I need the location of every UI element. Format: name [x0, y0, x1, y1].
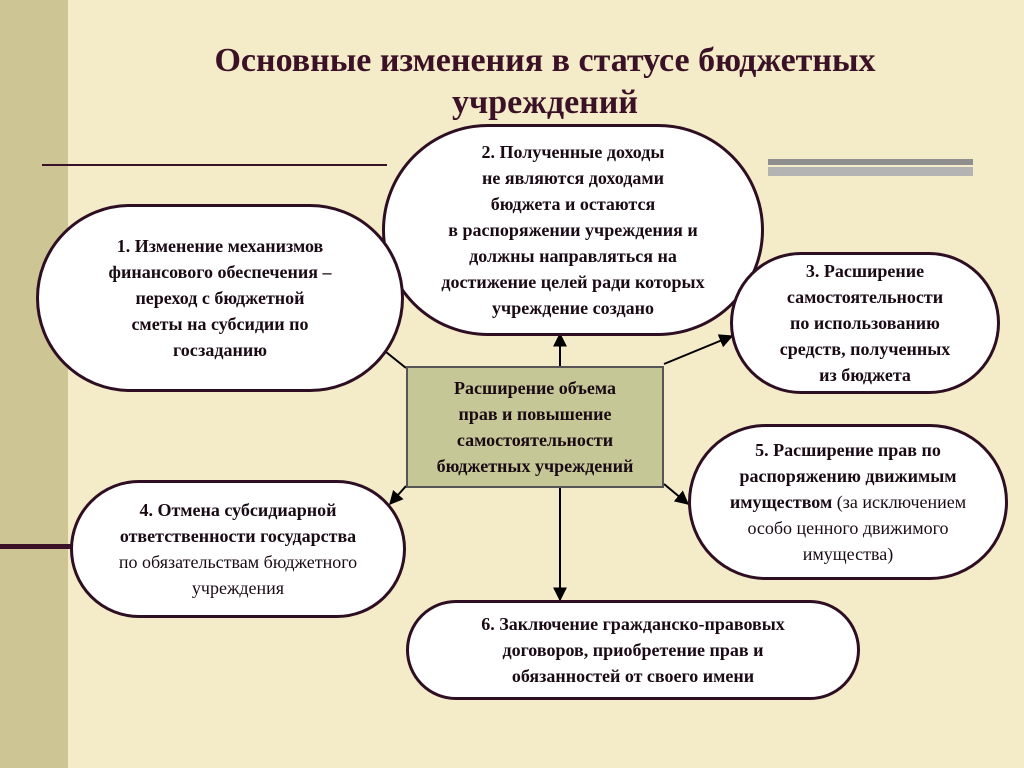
node-3-line: из бюджета [819, 365, 911, 385]
node-6-line: 6. Заключение гражданско-правовых [481, 614, 785, 634]
center-box: Расширение объема прав и повышение самос… [406, 366, 664, 488]
node-3-line: по использованию [790, 313, 940, 333]
node-2-line: не являются доходами [482, 168, 664, 188]
title-rule-left [42, 164, 387, 166]
center-box-line: самостоятельности [456, 430, 614, 450]
node-2-line: учреждение создано [492, 298, 654, 318]
node-2-line: достижение целей ради которых [441, 272, 705, 292]
center-box-line: прав и повышение [458, 404, 612, 424]
node-5-line-mixed: имуществом (за исключением [730, 489, 966, 515]
node-5-line: имущества) [802, 544, 894, 564]
node-1-line: сметы на субсидии по [131, 314, 309, 334]
center-box-line: Расширение объема [454, 378, 616, 398]
node-3-line: 3. Расширение [805, 261, 925, 281]
arrow-to-node-5 [663, 483, 690, 505]
node-6-oval: 6. Заключение гражданско-правовых догово… [406, 600, 860, 700]
node-1-line: переход с бюджетной [135, 288, 305, 308]
page-title-line-2: учреждений [452, 84, 638, 121]
node-3-oval: 3. Расширение самостоятельности по испол… [730, 252, 1000, 394]
node-4-line: по обязательствам бюджетного [118, 552, 358, 572]
side-band [0, 0, 68, 768]
node-5-line: 5. Расширение прав по [755, 440, 941, 460]
node-5-normal-part: (за исключением [832, 492, 967, 512]
node-2-line: в распоряжении учреждения и [448, 220, 698, 240]
node-4-oval: 4. Отмена субсидиарной ответственности г… [70, 480, 406, 618]
node-5-line: распоряжению движимым [739, 466, 957, 486]
node-1-oval: 1. Изменение механизмов финансового обес… [36, 204, 404, 392]
arrow-to-node-3 [663, 334, 734, 365]
arrow-to-node-4 [389, 485, 407, 506]
page-title-line-1: Основные изменения в статусе бюджетных [214, 42, 876, 79]
node-3-line: средств, полученных [779, 339, 951, 359]
node-6-line: обязанностей от своего имени [511, 666, 755, 686]
node-2-line: 2. Полученные доходы [481, 142, 665, 162]
title-rule-right-light [768, 167, 973, 176]
node-3-line: самостоятельности [786, 287, 944, 307]
node-2-line: должны направляться на [469, 246, 677, 266]
page-title: Основные изменения в статусе бюджетных у… [120, 40, 970, 124]
node-6-line: договоров, приобретение прав и [502, 640, 764, 660]
node-1-line: 1. Изменение механизмов [116, 236, 324, 256]
node-2-oval: 2. Полученные доходы не являются доходам… [382, 124, 764, 336]
node-4-line: учреждения [191, 578, 285, 598]
node-5-bold-word: имуществом [729, 492, 833, 512]
node-1-line: госзаданию [173, 340, 267, 360]
node-2-line: бюджета и остаются [490, 194, 656, 214]
node-1-line: финансового обеспечения – [108, 262, 332, 282]
center-box-line: бюджетных учреждений [436, 456, 634, 476]
node-4-line: ответственности государства [119, 526, 357, 546]
rule-bottom-left [0, 544, 80, 549]
node-5-line: особо ценного движимого [747, 518, 949, 538]
title-rule-right-dark [768, 159, 973, 165]
node-5-oval: 5. Расширение прав по распоряжению движи… [688, 424, 1008, 580]
node-4-line: 4. Отмена субсидиарной [139, 500, 337, 520]
